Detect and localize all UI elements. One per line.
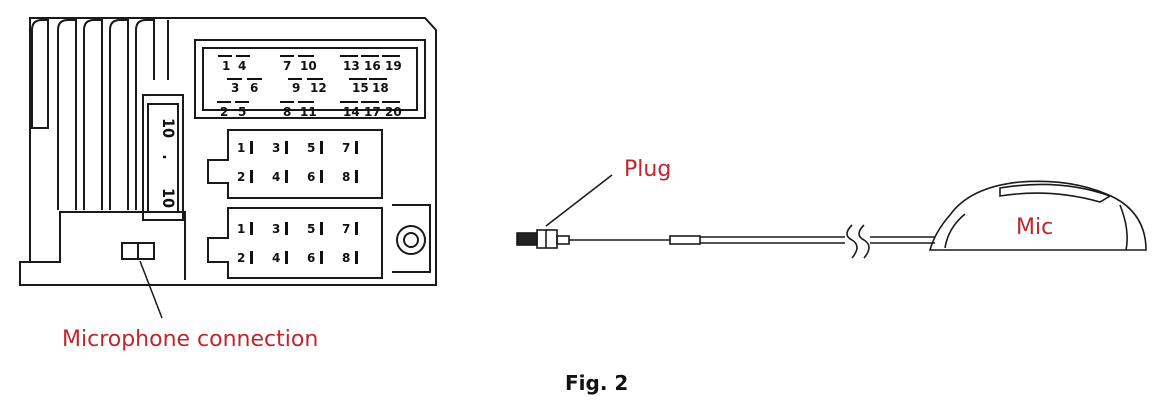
pin-label: 7 [342, 141, 350, 155]
pin-label: 13 [343, 59, 360, 73]
mic-label: Mic [1016, 215, 1053, 240]
knob-label-bottom: 10 [159, 188, 178, 208]
pin-label: 18 [372, 81, 389, 95]
pin-label: 8 [342, 251, 350, 265]
pin-label: 15 [352, 81, 369, 95]
pin-label: 2 [237, 251, 245, 265]
pin-label: 4 [238, 59, 246, 73]
plug-label: Plug [624, 157, 671, 182]
pin-label: 1 [222, 59, 230, 73]
knob-markings: 10 . 10 [159, 118, 178, 208]
pin-label: 5 [307, 141, 315, 155]
pin-label: 1 [237, 141, 245, 155]
iso-block-upper: 1 3 5 7 2 4 6 8 [237, 141, 350, 184]
pin-label: 6 [250, 81, 258, 95]
iso-top-pin-row-2: 3 6 9 12 15 18 [231, 81, 389, 95]
pin-label: 7 [283, 59, 291, 73]
pin-label: 11 [300, 105, 317, 119]
radio-back-panel [19, 17, 437, 286]
plug-leader-line [545, 174, 613, 227]
pin-label: 8 [342, 170, 350, 184]
pin-label: 2 [237, 170, 245, 184]
microphone-connection-label: Microphone connection [62, 327, 318, 352]
iso-top-pin-row-1: 1 4 7 10 13 16 19 [222, 59, 402, 73]
pin-label: 14 [343, 105, 360, 119]
knob-label-dot: . [159, 154, 178, 159]
figure-caption: Fig. 2 [565, 371, 628, 395]
heat-sink-fins [31, 19, 169, 210]
pin-label: 19 [385, 59, 402, 73]
pin-label: 3 [272, 141, 280, 155]
pin-label: 4 [272, 251, 280, 265]
pin-label: 9 [292, 81, 300, 95]
pin-overlines [217, 55, 400, 103]
pin-label: 12 [310, 81, 327, 95]
pin-label: 8 [283, 105, 291, 119]
pin-label: 7 [342, 222, 350, 236]
mic-body [928, 180, 1147, 251]
pin-label: 5 [238, 105, 246, 119]
pin-label: 16 [364, 59, 381, 73]
plug-icon [516, 229, 570, 249]
iso-top-pin-row-3: 2 5 8 11 14 17 20 [220, 105, 402, 119]
pin-label: 3 [231, 81, 239, 95]
pin-label: 4 [272, 170, 280, 184]
pin-label: 5 [307, 222, 315, 236]
mic-connection-leader-line [139, 260, 163, 319]
pin-label: 1 [237, 222, 245, 236]
knob-label-top: 10 [159, 118, 178, 138]
iso-block-lower: 1 3 5 7 2 4 6 8 [237, 222, 350, 265]
pin-label: 3 [272, 222, 280, 236]
pin-bars [250, 141, 358, 264]
microphone-assembly [516, 180, 1147, 259]
pin-label: 20 [385, 105, 402, 119]
pin-label: 2 [220, 105, 228, 119]
pin-label: 10 [300, 59, 317, 73]
pin-label: 6 [307, 251, 315, 265]
pin-label: 17 [364, 105, 381, 119]
pin-label: 6 [307, 170, 315, 184]
